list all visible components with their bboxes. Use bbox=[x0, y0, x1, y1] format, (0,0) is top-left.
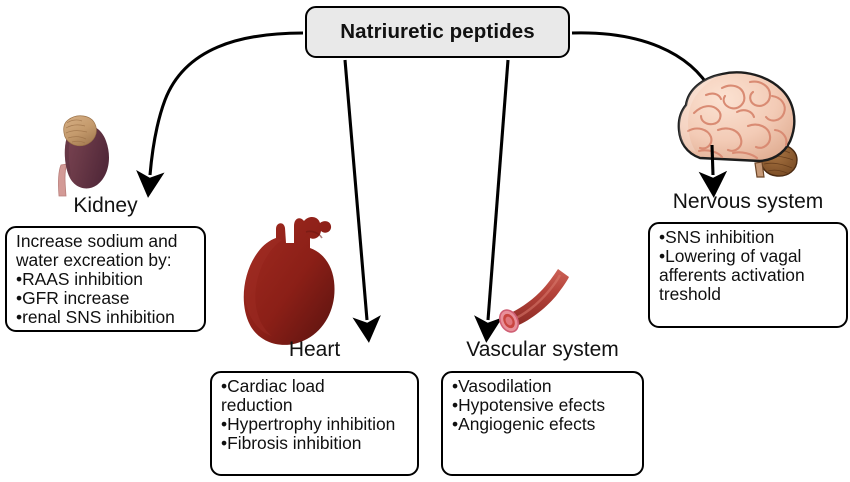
list-item: •Hypertrophy inhibition bbox=[221, 413, 396, 434]
arrow-to-nervous bbox=[571, 31, 714, 93]
kidney-label: Kidney bbox=[73, 194, 138, 217]
list-item: •Fibrosis inhibition bbox=[221, 432, 362, 453]
list-item: •Angiogenic efects bbox=[452, 413, 596, 434]
arrow-to-vascular bbox=[474, 59, 510, 343]
heart-effects-box[interactable]: •Cardiac load reduction •Hypertrophy inh… bbox=[210, 371, 419, 476]
natriuretic-peptides-box[interactable]: Natriuretic peptides bbox=[305, 6, 570, 58]
brain-icon bbox=[677, 71, 798, 178]
vascular-system-label: Vascular system bbox=[466, 338, 619, 361]
nervous-effects-box[interactable]: •SNS inhibition •Lowering of vagal affer… bbox=[648, 222, 848, 328]
blood-vessel-icon bbox=[498, 269, 569, 333]
arrow-to-heart bbox=[343, 59, 381, 343]
kidney-effects-box[interactable]: Increase sodium and water excreation by:… bbox=[5, 226, 206, 332]
arrow-to-nervous-tail bbox=[698, 144, 728, 198]
list-item: •Vasodilation bbox=[452, 376, 552, 396]
list-item: treshold bbox=[659, 283, 721, 304]
heart-effects-list: •Cardiac load reduction •Hypertrophy inh… bbox=[221, 377, 410, 453]
vascular-effects-box[interactable]: •Vasodilation •Hypotensive efects •Angio… bbox=[441, 371, 644, 476]
heart-label: Heart bbox=[288, 338, 341, 361]
list-item: afferents activation bbox=[659, 264, 805, 285]
vascular-effects-list: •Vasodilation •Hypotensive efects •Angio… bbox=[452, 377, 635, 434]
kidney-effects-list: Increase sodium and water excreation by:… bbox=[16, 232, 197, 327]
page-title: Natriuretic peptides bbox=[340, 20, 535, 43]
heart-icon bbox=[243, 217, 335, 345]
nervous-effects-list: •SNS inhibition •Lowering of vagal affer… bbox=[659, 228, 839, 304]
list-item: •Cardiac load bbox=[221, 376, 325, 396]
list-item: •Lowering of vagal bbox=[659, 245, 802, 266]
list-item: •Hypotensive efects bbox=[452, 394, 606, 415]
list-item: Increase sodium and bbox=[16, 231, 178, 251]
nervous-system-label: Nervous system bbox=[672, 190, 824, 213]
list-item: water excreation by: bbox=[16, 249, 172, 270]
list-item: •renal SNS inhibition bbox=[16, 306, 175, 327]
kidney-icon bbox=[58, 115, 109, 197]
list-item: •GFR increase bbox=[16, 287, 130, 308]
list-item: reduction bbox=[221, 394, 293, 415]
list-item: •RAAS inhibition bbox=[16, 268, 143, 289]
arrow-to-kidney bbox=[136, 31, 304, 198]
list-item: •SNS inhibition bbox=[659, 227, 775, 247]
